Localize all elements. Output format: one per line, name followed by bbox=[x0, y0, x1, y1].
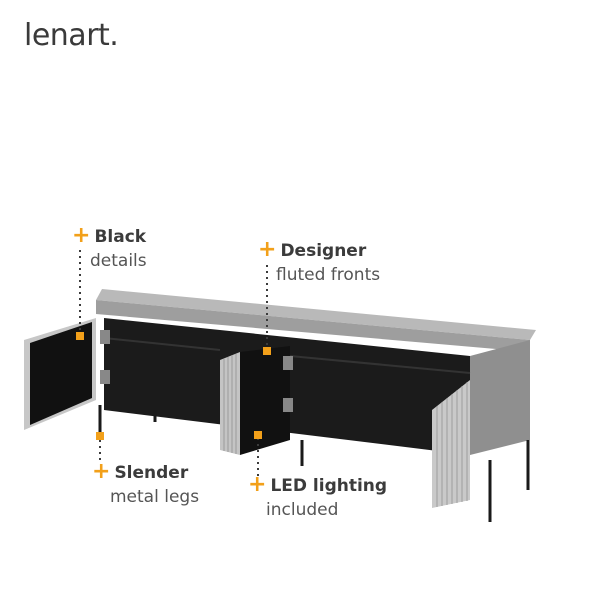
hinge bbox=[283, 398, 293, 412]
hinge bbox=[283, 356, 293, 370]
marker-slender bbox=[96, 432, 104, 440]
callout-title: Designer bbox=[280, 241, 367, 261]
callout-title: Slender bbox=[114, 463, 189, 483]
middle-door-fluted bbox=[220, 352, 240, 455]
callout-title: Black bbox=[94, 227, 147, 247]
middle-door-inner bbox=[240, 346, 290, 455]
callout-subtitle: metal legs bbox=[110, 487, 200, 507]
callout-designer-fronts: +Designer fluted fronts bbox=[258, 238, 380, 287]
cabinet-top bbox=[96, 289, 536, 340]
callout-slender-legs: +Slender metal legs bbox=[92, 460, 199, 509]
plus-icon: + bbox=[258, 237, 277, 262]
callout-subtitle: included bbox=[266, 500, 339, 520]
marker-led bbox=[254, 431, 262, 439]
callout-led-lighting: +LED lighting included bbox=[248, 473, 387, 522]
brand-name: lenart bbox=[24, 18, 110, 53]
hinge bbox=[100, 330, 110, 344]
cabinet-right-side bbox=[470, 340, 530, 455]
marker-black bbox=[76, 332, 84, 340]
marker-designer bbox=[263, 347, 271, 355]
callout-title: LED lighting bbox=[270, 476, 388, 496]
hinge bbox=[100, 370, 110, 384]
callout-black-details: +Black details bbox=[72, 224, 147, 273]
brand-suffix: . bbox=[109, 18, 119, 53]
plus-icon: + bbox=[72, 223, 91, 248]
shelf-left bbox=[103, 337, 221, 351]
shelf-right bbox=[289, 355, 471, 374]
brand-logo: lenart. bbox=[24, 18, 119, 53]
left-door-inner bbox=[30, 322, 92, 425]
callout-subtitle: fluted fronts bbox=[276, 265, 381, 285]
cabinet-top-front bbox=[96, 300, 530, 352]
plus-icon: + bbox=[248, 472, 267, 497]
callout-subtitle: details bbox=[90, 251, 147, 271]
plus-icon: + bbox=[92, 459, 111, 484]
